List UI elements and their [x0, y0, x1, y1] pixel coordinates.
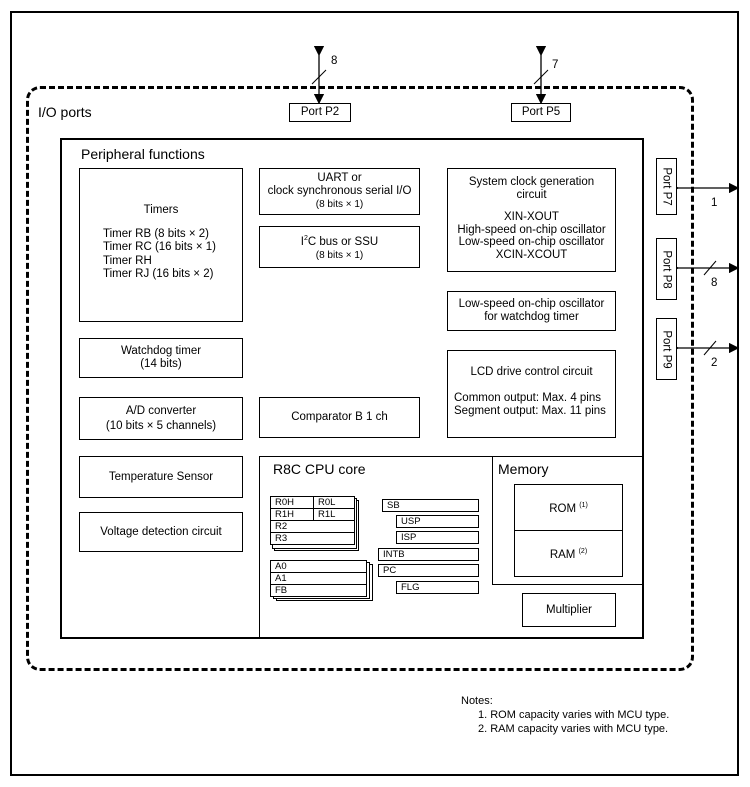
ram-label: RAM: [549, 548, 576, 561]
port-p5-pin-count: 7: [552, 59, 559, 71]
cpu-core-title: R8C CPU core: [273, 461, 366, 477]
watchdog-timer-block: Watchdog timer (14 bits): [79, 338, 243, 378]
port-p5-label: Port P5: [521, 106, 561, 118]
ram-note: (2): [578, 548, 588, 556]
port-p2-box: Port P2: [289, 103, 351, 122]
io-ports-boundary: [26, 86, 694, 671]
uart-line2: clock synchronous serial I/O: [267, 185, 412, 197]
peripheral-functions-block: [60, 138, 644, 639]
voltage-detection-block: Voltage detection circuit: [79, 512, 243, 552]
peripheral-functions-label: Peripheral functions: [81, 146, 205, 162]
clock-gen-line2: circuit: [516, 188, 547, 201]
register-pc: PC: [378, 564, 479, 577]
port-p2-pin-count: 8: [331, 55, 338, 67]
comparator-label: Comparator B 1 ch: [291, 411, 388, 423]
timers-block: Timers Timer RB (8 bits × 2) Timer RC (1…: [79, 168, 243, 322]
system-clock-block: System clock generation circuit XIN-XOUT…: [447, 168, 616, 272]
register-r3: R3: [270, 532, 355, 545]
uart-line3: (8 bits × 1): [315, 199, 364, 210]
timer-rb: Timer RB (8 bits × 2): [103, 227, 209, 240]
adc-line1: A/D converter: [125, 404, 197, 417]
register-fb: FB: [270, 584, 367, 597]
port-p2-label: Port P2: [300, 106, 340, 118]
uart-line1: UART or: [317, 172, 362, 184]
wdt-osc-line1: Low-speed on-chip oscillator: [458, 298, 605, 310]
port-p9-pin-count: 2: [711, 357, 718, 369]
port-p7-label: Port P7: [661, 167, 674, 206]
io-ports-label: I/O ports: [38, 104, 92, 120]
port-p8-pin-count: 8: [711, 277, 718, 289]
temperature-sensor-label: Temperature Sensor: [108, 470, 214, 483]
rom-label-wrap: ROM (1): [549, 499, 588, 516]
port-p8-label: Port P8: [661, 249, 674, 289]
comparator-block: Comparator B 1 ch: [259, 397, 420, 438]
i2c-line1: I2C bus or SSU: [301, 232, 378, 249]
cpu-core-left-border: [259, 456, 260, 639]
timer-rj: Timer RJ (16 bits × 2): [103, 268, 214, 280]
voltage-detection-label: Voltage detection circuit: [100, 525, 222, 538]
note-2: 2. RAM capacity varies with MCU type.: [478, 723, 669, 735]
port-p9-label: Port P9: [661, 329, 674, 369]
notes-section: Notes: 1. ROM capacity varies with MCU t…: [461, 694, 669, 736]
rom-note: (1): [579, 502, 588, 510]
notes-title: Notes:: [461, 695, 493, 707]
lcd-drive-block: LCD drive control circuit Common output:…: [447, 350, 616, 438]
watchdog-line1: Watchdog timer: [120, 345, 202, 357]
wdt-osc-line2: for watchdog timer: [484, 311, 579, 323]
port-p7-pin-count: 1: [711, 197, 718, 209]
multiplier-block: Multiplier: [522, 593, 616, 627]
lcd-segment-output: Segment output: Max. 11 pins: [454, 405, 606, 417]
i2c-ssu-block: I2C bus or SSU (8 bits × 1): [259, 226, 420, 268]
adc-block: A/D converter (10 bits × 5 channels): [79, 397, 243, 440]
ram-block: RAM (2): [514, 530, 623, 577]
adc-line2: (10 bits × 5 channels): [105, 419, 217, 432]
clock-low-speed-osc: Low-speed on-chip oscillator: [458, 236, 605, 248]
port-p8-box: Port P8: [656, 238, 677, 300]
ram-label-wrap: RAM (2): [550, 545, 587, 562]
note-1: 1. ROM capacity varies with MCU type.: [478, 709, 670, 721]
clock-xcin-xcout: XCIN-XCOUT: [495, 248, 568, 261]
cpu-core-top-border: [259, 456, 644, 457]
register-isp: ISP: [396, 531, 479, 544]
rom-label: ROM: [549, 502, 577, 515]
port-p7-box: Port P7: [656, 158, 677, 215]
watchdog-line2: (14 bits): [140, 358, 182, 370]
lcd-title: LCD drive control circuit: [470, 366, 593, 378]
i2c-prefix: I: [300, 235, 304, 248]
diagram-frame: [10, 11, 739, 776]
port-p9-box: Port P9: [656, 318, 677, 380]
timer-rc: Timer RC (16 bits × 1): [103, 241, 217, 253]
i2c-superscript: 2: [303, 235, 308, 243]
timers-title: Timers: [143, 204, 179, 216]
lcd-common-output: Common output: Max. 4 pins: [454, 392, 602, 404]
timer-rh: Timer RH: [103, 254, 152, 267]
port-p5-box: Port P5: [511, 103, 571, 122]
i2c-line2: (8 bits × 1): [315, 249, 364, 261]
clock-high-speed-osc: High-speed on-chip oscillator: [457, 223, 606, 236]
wdt-oscillator-block: Low-speed on-chip oscillator for watchdo…: [447, 291, 616, 331]
uart-block: UART or clock synchronous serial I/O (8 …: [259, 168, 420, 215]
memory-block: [492, 456, 644, 585]
memory-title: Memory: [498, 461, 549, 477]
multiplier-label: Multiplier: [545, 603, 592, 616]
temperature-sensor-block: Temperature Sensor: [79, 456, 243, 498]
clock-gen-line1: System clock generation: [468, 176, 595, 188]
register-intb: INTB: [378, 548, 479, 561]
register-usp: USP: [396, 515, 479, 528]
rom-block: ROM (1): [514, 484, 623, 531]
register-sb: SB: [382, 499, 479, 512]
i2c-suffix: C bus or SSU: [307, 235, 379, 248]
clock-xin-xout: XIN-XOUT: [504, 211, 559, 223]
register-flg: FLG: [396, 581, 479, 594]
